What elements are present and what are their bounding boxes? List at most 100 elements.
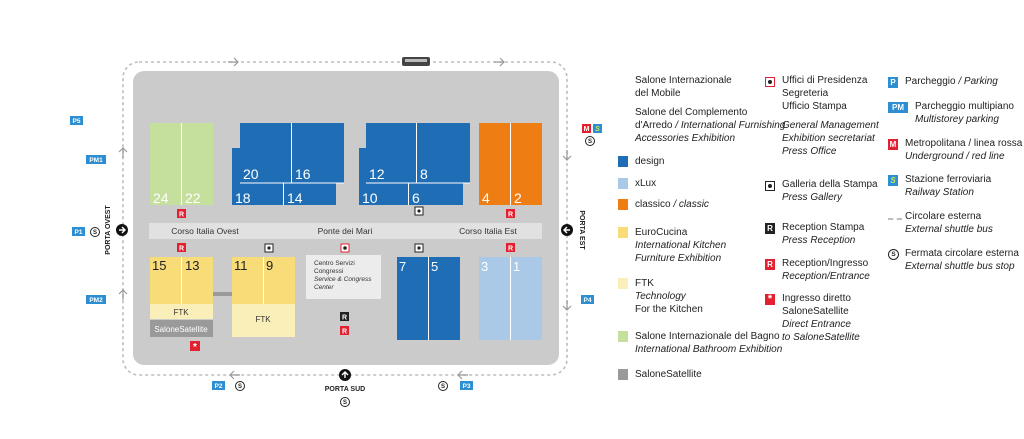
ftk-area-left[interactable] <box>150 304 213 319</box>
pavilion-2[interactable] <box>511 123 542 205</box>
pavilion-16[interactable] <box>292 123 344 183</box>
pavilion-5[interactable] <box>429 257 460 340</box>
metro-station-marker[interactable]: M S <box>582 124 602 133</box>
svg-text:S: S <box>595 126 600 133</box>
porta-sud-label: PORTA SUD <box>325 386 365 393</box>
press-gallery-icon <box>765 181 775 191</box>
svg-text:R: R <box>179 212 184 219</box>
pavilion-22[interactable] <box>182 123 213 205</box>
legend-ingresso-4: to SaloneSatellite <box>782 332 860 343</box>
legend-swatch-classico <box>618 199 628 210</box>
svg-text:P4: P4 <box>584 297 592 304</box>
pavilion-12-label: 12 <box>369 166 385 182</box>
svg-text:*: * <box>193 342 197 353</box>
legend-ingresso-2: SaloneSatellite <box>782 306 849 317</box>
legend-complemento-it: d'Arredo <box>635 120 673 131</box>
ftk-area-right[interactable] <box>232 304 295 337</box>
svg-text:P2: P2 <box>215 383 223 390</box>
parking-icon: P <box>888 77 898 88</box>
pavilion-24[interactable] <box>150 123 181 205</box>
legend-ingresso-3: Direct Entrance <box>782 319 851 330</box>
svg-text:R: R <box>508 246 513 253</box>
svg-text:P3: P3 <box>463 383 471 390</box>
presidency-office-marker <box>340 243 350 253</box>
shuttle-loop-icon <box>888 218 902 220</box>
legend-ingresso-1: Ingresso diretto <box>782 293 851 304</box>
pavilion-7[interactable] <box>397 257 428 340</box>
porta-ovest-gate[interactable] <box>116 224 128 236</box>
link-bridge <box>213 292 232 296</box>
parking-markers[interactable]: P5 PM1 P1 PM2 P2 P3 P4 <box>70 116 594 390</box>
parking-p1 <box>72 227 85 236</box>
legend-complemento-2: d'Arredo / International Furnishing <box>635 120 785 133</box>
legend-recstampa-1: Reception Stampa <box>782 222 865 233</box>
salonesatellite-map-label: SaloneSatellite <box>154 325 208 334</box>
legend-col-2: Uffici di Presidenza Segreteria Ufficio … <box>765 75 890 355</box>
legend-circolare-2: External shuttle bus <box>905 224 993 235</box>
pavilion-15-label: 15 <box>152 258 166 273</box>
ftk-left-label: FTK <box>173 308 189 317</box>
legend-uffici-4: General Management <box>782 120 879 131</box>
svg-text:R: R <box>342 329 347 336</box>
legend-stazione-2: Railway Station <box>905 187 974 198</box>
legend-galleria-2: Press Gallery <box>782 192 843 203</box>
corso-italia-ovest-label: Corso Italia Ovest <box>171 226 239 236</box>
legend-classico-en: / classic <box>673 199 709 210</box>
pavilion-14-label: 14 <box>287 190 303 206</box>
pavilion-13[interactable] <box>182 257 213 304</box>
legend-swatch-design <box>618 156 628 167</box>
legend-parcheggio: Parcheggio / Parking <box>905 76 998 89</box>
legend-uffici-2: Segreteria <box>782 88 829 99</box>
pavilion-1[interactable] <box>511 257 542 340</box>
pavilion-4[interactable] <box>479 123 510 205</box>
parking-p2 <box>212 381 225 390</box>
legend-salone-mobile-1: Salone Internazionale <box>635 75 732 86</box>
presidency-office-icon <box>765 77 775 87</box>
pavilion-13-label: 13 <box>185 258 199 273</box>
shuttle-direction-arrows <box>118 57 572 380</box>
legend-fermata-2: External shuttle bus stop <box>905 261 1015 272</box>
parking-p5 <box>70 116 83 125</box>
pavilion-20[interactable] <box>240 123 292 183</box>
reception-markers: R R R R R <box>177 209 515 336</box>
legend-complemento-3: Accessories Exhibition <box>635 133 736 144</box>
legend-eurocucina-3: Furniture Exhibition <box>635 253 722 264</box>
svg-text:S: S <box>238 384 242 390</box>
pavilion-9[interactable] <box>264 257 295 304</box>
porta-ovest-label: PORTA OVEST <box>105 205 112 255</box>
svg-text:S: S <box>343 400 347 406</box>
legend-xlux: xLux <box>635 178 657 189</box>
press-reception-marker: R <box>340 312 349 322</box>
shuttle-stop-icon: S <box>888 249 899 260</box>
pavilion-7-label: 7 <box>399 259 406 274</box>
pavilion-4-label: 4 <box>482 190 490 206</box>
pavilion-15[interactable] <box>150 257 181 304</box>
pavilion-3[interactable] <box>479 257 510 340</box>
pavilion-2-label: 2 <box>514 190 522 206</box>
legend-bagno-2: International Bathroom Exhibition <box>635 344 783 355</box>
porta-sud-gate[interactable] <box>339 369 351 381</box>
corso-italia-est-label: Corso Italia Est <box>459 226 517 236</box>
legend-parcheggio-en: / Parking <box>958 76 998 87</box>
pavilion-9-label: 9 <box>266 258 273 273</box>
legend-ftk-3: For the Kitchen <box>635 304 703 315</box>
press-gallery-dots <box>267 209 421 250</box>
porta-est-gate[interactable] <box>561 224 573 236</box>
svg-text:R: R <box>342 315 347 322</box>
legend-multipiano-2: Multistorey parking <box>915 114 999 125</box>
salonesatellite-area[interactable] <box>150 320 213 337</box>
pavilion-5-label: 5 <box>431 259 438 274</box>
legend-bagno-1: Salone Internazionale del Bagno <box>635 331 780 342</box>
svg-text:PM2: PM2 <box>89 297 103 304</box>
pavilion-8[interactable] <box>417 123 470 183</box>
centro-servizi-congressi[interactable] <box>306 255 381 299</box>
legend-metro-2: Underground / red line <box>905 151 1005 162</box>
legend-swatch-eurocucina <box>618 227 628 238</box>
pavilion-12[interactable] <box>366 123 417 183</box>
svg-text:P5: P5 <box>73 118 81 125</box>
pavilion-11[interactable] <box>232 257 263 304</box>
legend-col-3: P Parcheggio / Parking PM Parcheggio mul… <box>888 75 1022 295</box>
parking-p4 <box>581 295 594 304</box>
svg-text:S: S <box>93 230 97 236</box>
parking-pm2 <box>86 295 106 304</box>
